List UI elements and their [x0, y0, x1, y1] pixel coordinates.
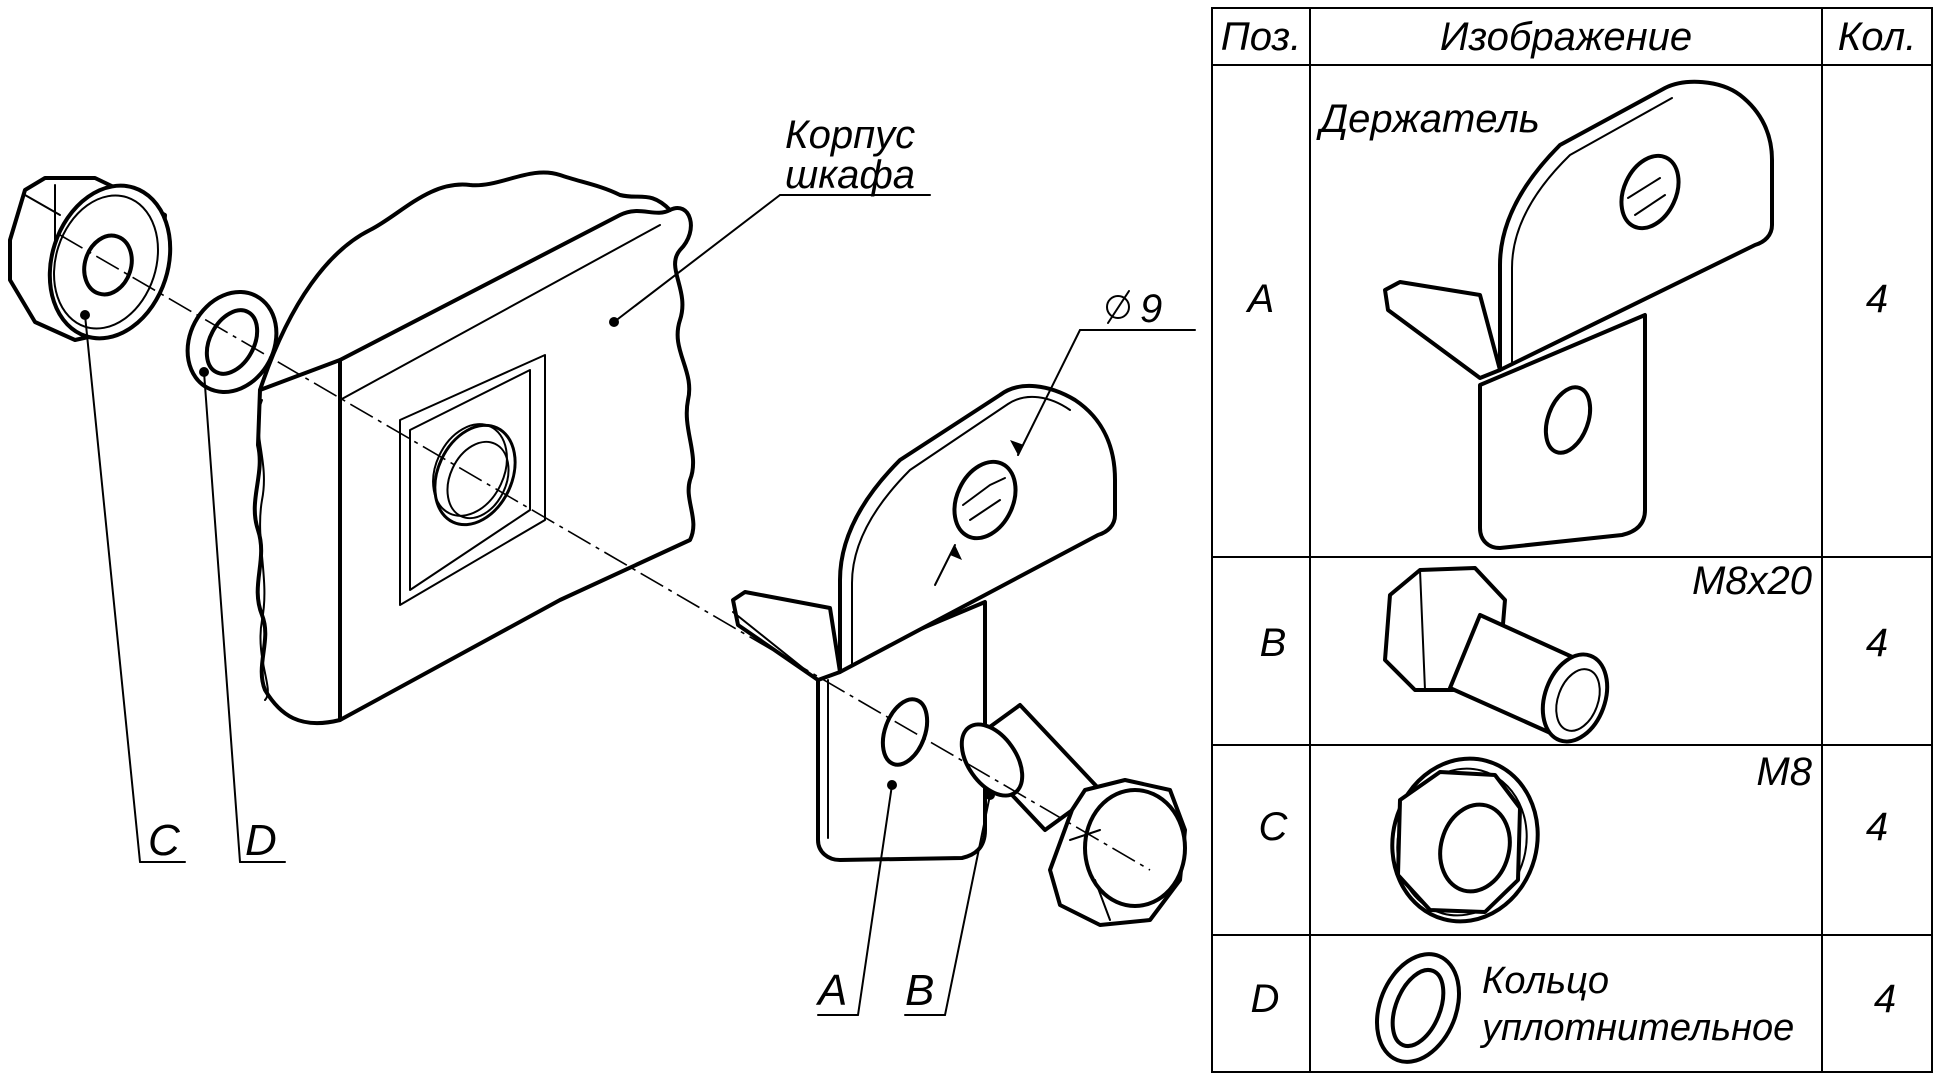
row-c-pos: C — [1259, 805, 1289, 849]
cabinet-label-line1: Корпус — [785, 113, 915, 157]
row-a-qty: 4 — [1866, 277, 1888, 321]
row-d-pos: D — [1251, 977, 1280, 1021]
table-row: A Держатель 4 — [1246, 79, 1888, 550]
table-row: D Кольцо уплотнительное 4 — [1251, 952, 1896, 1064]
nut-icon — [8, 176, 173, 342]
table-row: B M8x20 4 — [1260, 559, 1888, 744]
header-image: Изображение — [1440, 15, 1692, 59]
leader-lines — [84, 194, 1196, 1016]
row-b-spec: M8x20 — [1692, 559, 1812, 603]
washer-icon — [1374, 952, 1462, 1064]
nut-icon — [1390, 756, 1540, 924]
callout-d: D — [245, 816, 277, 865]
row-b-qty: 4 — [1866, 621, 1888, 665]
assembly-axis — [59, 234, 1151, 871]
callout-a: A — [815, 966, 847, 1015]
washer-icon — [185, 290, 279, 394]
table-row: C M8 4 — [1259, 750, 1888, 924]
cabinet-label-line2: шкафа — [785, 153, 915, 197]
diameter-symbol-icon — [1106, 290, 1130, 324]
header-pos: Поз. — [1221, 15, 1302, 59]
row-d-qty: 4 — [1874, 977, 1896, 1021]
row-c-spec: M8 — [1756, 750, 1812, 794]
row-d-name-line2: уплотнительное — [1479, 1007, 1794, 1049]
callout-b: B — [905, 966, 934, 1015]
diameter-label: 9 — [1140, 287, 1162, 331]
bolt-icon — [959, 703, 1187, 927]
cabinet-panel-icon — [252, 170, 696, 726]
bolt-icon — [1383, 566, 1610, 744]
bracket-icon — [731, 383, 1117, 862]
row-c-qty: 4 — [1866, 805, 1888, 849]
row-a-pos: A — [1246, 277, 1275, 321]
row-d-name-line1: Кольцо — [1482, 960, 1609, 1002]
bracket-icon — [1383, 79, 1774, 550]
parts-table: Поз. Изображение Кол. A Держатель 4 B M8… — [1211, 7, 1933, 1073]
row-b-pos: B — [1260, 621, 1287, 665]
header-qty: Кол. — [1838, 15, 1917, 59]
callout-c: C — [148, 816, 181, 865]
row-a-name: Держатель — [1316, 97, 1540, 141]
